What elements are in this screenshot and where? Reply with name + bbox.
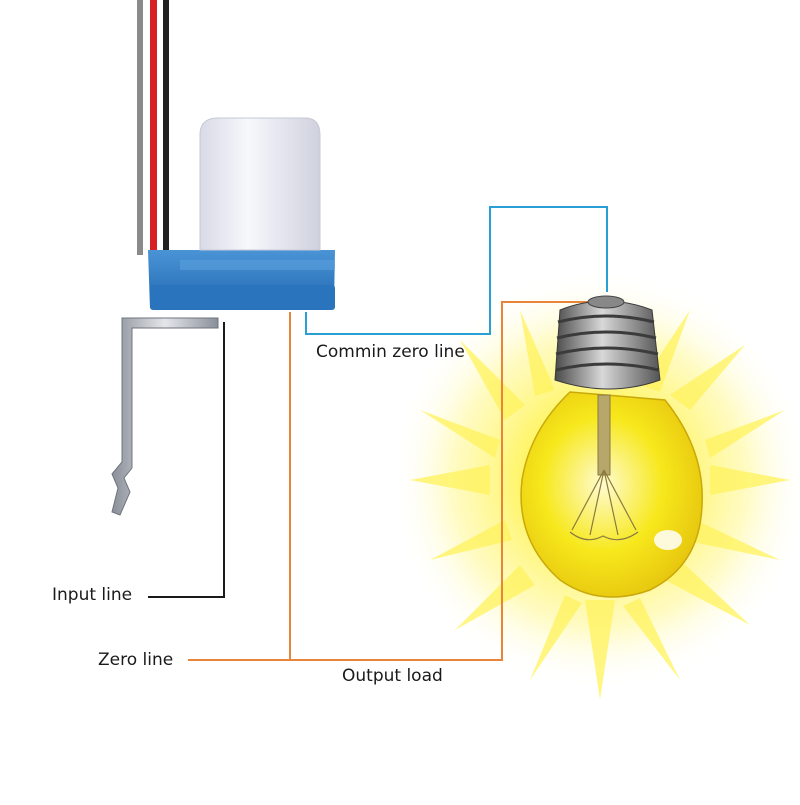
common-zero-line-label: Commin zero line <box>316 342 465 362</box>
mounting-bracket <box>111 317 219 516</box>
bulb-socket <box>554 300 661 390</box>
photocell-sensor <box>111 117 335 516</box>
output-load-label: Output load <box>342 666 443 686</box>
common-zero-line-wire <box>305 206 608 335</box>
light-bulb <box>520 295 703 598</box>
output-load-wire <box>290 301 588 661</box>
sensor-leads <box>137 0 169 255</box>
sensor-dome <box>199 117 321 251</box>
zero-line-label: Zero line <box>98 650 174 670</box>
wires <box>148 206 608 661</box>
input-line-wire <box>148 322 225 598</box>
filament <box>569 469 639 541</box>
input-line-label: Input line <box>52 585 133 605</box>
bulb-glass <box>520 391 703 598</box>
